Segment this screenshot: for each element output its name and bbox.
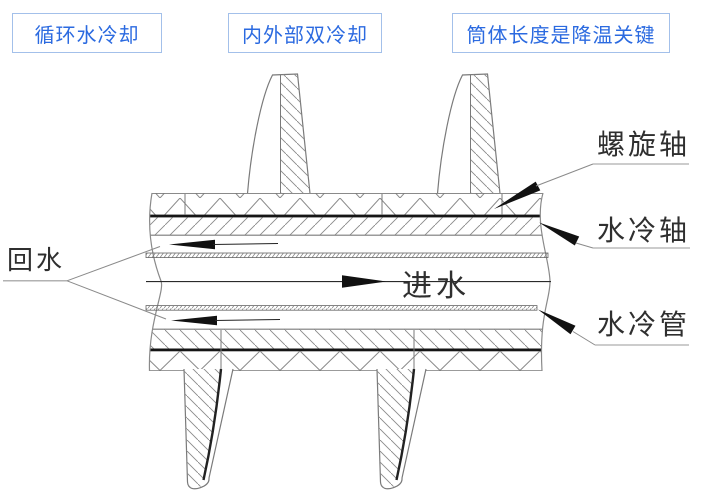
water-cooled-shaft-line-bottom	[149, 348, 550, 352]
water-cooled-pipe-callout: 水冷管	[538, 308, 690, 346]
callout-label: 循环水冷却	[34, 22, 140, 47]
wall-seam-lines	[184, 194, 503, 371]
callout-label: 筒体长度是降温关键	[466, 22, 656, 47]
water-cooled-shaft-wall-top	[149, 217, 550, 235]
callout-inner-outer-double-cooling: 内外部双冷却	[228, 13, 382, 53]
screw-shaft-callout: 螺旋轴	[494, 128, 690, 209]
leader-line	[66, 280, 167, 320]
leader-line	[575, 242, 594, 249]
screw-flight-top-1	[246, 73, 311, 195]
return-flow-arrow-bottom	[171, 315, 281, 326]
screw-shaft-wall-bottom	[149, 351, 550, 371]
water-pipe-wall-bottom	[145, 305, 538, 311]
leader-line	[66, 246, 161, 282]
screw-flight-top-2	[436, 73, 501, 195]
shaft-wall-section	[149, 193, 550, 371]
flow-arrow-left-icon	[169, 239, 215, 250]
break-line-left	[148, 192, 163, 372]
leader-line	[535, 163, 594, 187]
screw-flight-bottom-2	[375, 367, 428, 490]
leader-arrow-icon	[539, 222, 580, 246]
water-cooled-shaft-line-top	[149, 214, 550, 218]
screw-shaft-wall-top	[149, 193, 550, 215]
water-pipe-wall-top	[145, 252, 549, 258]
callout-barrel-length-key: 筒体长度是降温关键	[452, 13, 670, 53]
water-cooled-pipe-label: 水冷管	[597, 308, 690, 341]
leader-line	[572, 331, 596, 346]
callout-label: 内外部双冷却	[242, 22, 368, 47]
screw-shaft-label: 螺旋轴	[597, 128, 690, 161]
leader-arrow-icon	[494, 181, 541, 209]
screw-flight-bottom-1	[182, 367, 235, 490]
water-cooled-shaft-wall-bottom	[149, 329, 550, 349]
inlet-water-label: 进水	[402, 269, 470, 304]
inlet-flow-arrow-right-icon	[342, 275, 386, 288]
water-cooled-shaft-callout: 水冷轴	[539, 214, 690, 249]
water-cooled-shaft-label: 水冷轴	[597, 214, 690, 247]
return-flow-arrow-top	[169, 239, 279, 250]
return-water-callout: 回水	[3, 246, 167, 320]
leader-arrow-icon	[538, 309, 576, 335]
callout-circulating-water-cooling: 循环水冷却	[12, 13, 162, 53]
flow-arrow-left-icon	[171, 315, 217, 326]
return-water-label: 回水	[7, 246, 65, 276]
